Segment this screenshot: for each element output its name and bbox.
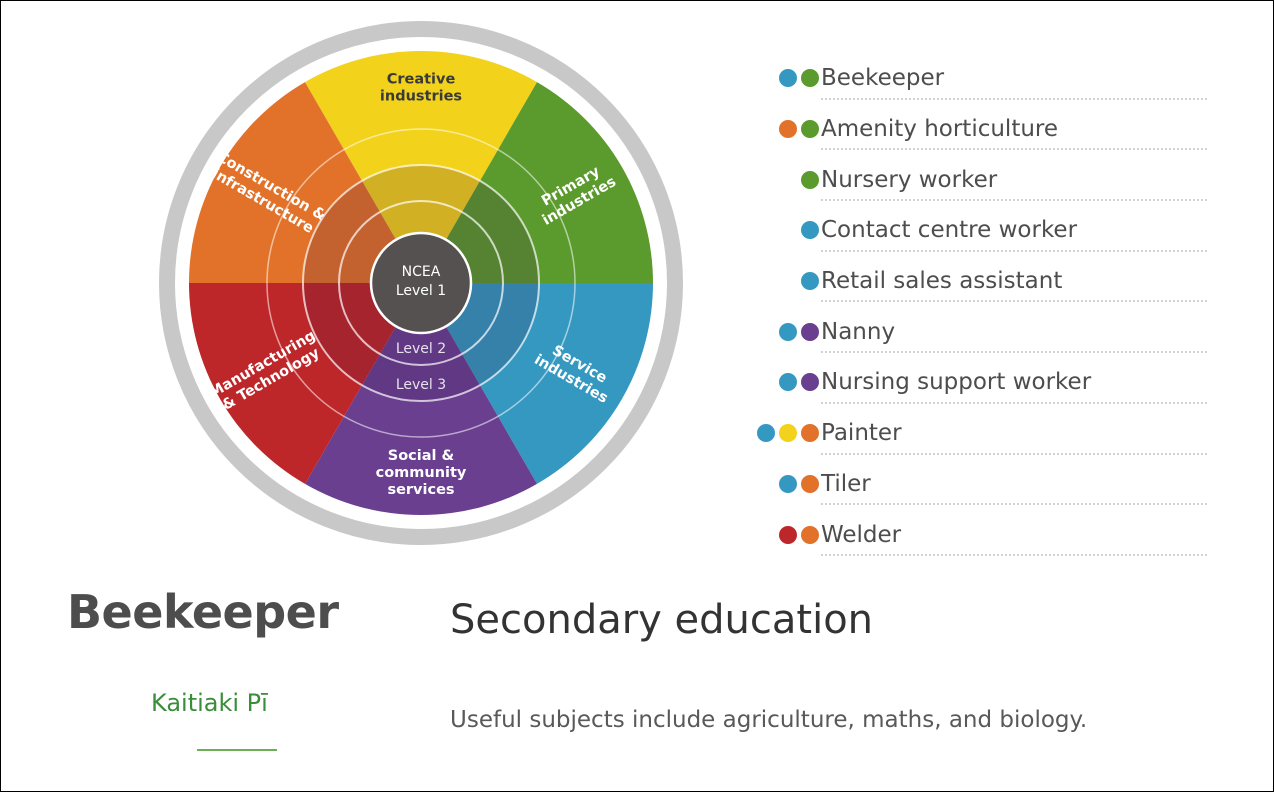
level-2-ring <box>338 200 504 366</box>
category-dot <box>801 120 819 139</box>
dotted-rule <box>821 199 1207 202</box>
category-dot <box>801 525 819 544</box>
segment-label-social: Social & <box>388 448 455 464</box>
category-dots <box>779 525 819 544</box>
category-dot <box>779 69 797 88</box>
dotted-rule <box>821 97 1207 100</box>
career-label: Nursery worker <box>821 166 998 193</box>
job-maori-title: Kaitiaki Pī <box>151 689 268 717</box>
career-label: Nursing support worker <box>821 369 1092 396</box>
segment-social <box>305 283 537 515</box>
career-label: Welder <box>821 521 902 548</box>
category-dots <box>779 69 819 88</box>
career-label: Retail sales assistant <box>821 268 1063 295</box>
ncea-center <box>369 231 473 335</box>
dotted-rule <box>821 452 1207 455</box>
center-label-line: NCEA <box>402 264 441 280</box>
category-dot <box>801 322 819 341</box>
category-dots <box>779 474 819 493</box>
dotted-rule <box>821 249 1207 252</box>
segment-label-creative: Creative <box>387 72 456 88</box>
outer-ring <box>159 21 683 545</box>
dotted-rule <box>821 553 1207 556</box>
category-dot <box>779 424 797 443</box>
category-dot <box>779 525 797 544</box>
category-dots <box>801 272 819 291</box>
section-description: Useful subjects include agriculture, mat… <box>450 707 1088 733</box>
career-item: Beekeeper <box>727 53 1217 104</box>
level-3-ring <box>302 164 540 402</box>
category-dots <box>779 322 819 341</box>
career-label: Painter <box>821 420 902 447</box>
dotted-rule <box>821 300 1207 303</box>
career-wheel-diagram: NCEA Level 1 Level 2 Level 3 Creativeindustr… <box>159 21 683 545</box>
category-dot <box>801 373 819 392</box>
segment-label-social: services <box>387 482 454 498</box>
level-2-label: Level 2 <box>396 341 446 357</box>
category-dots <box>779 373 819 392</box>
career-item: Welder <box>727 509 1217 560</box>
category-dot <box>779 322 797 341</box>
center-label-line: Level 1 <box>396 283 446 299</box>
career-item: Contact centre worker <box>727 205 1217 256</box>
category-dot <box>801 170 819 189</box>
career-label: Contact centre worker <box>821 217 1078 244</box>
career-item: Retail sales assistant <box>727 256 1217 307</box>
dotted-rule <box>821 503 1207 506</box>
category-dots <box>801 170 819 189</box>
category-dot <box>779 120 797 139</box>
category-dot <box>779 474 797 493</box>
segment-label-creative: industries <box>380 89 462 105</box>
career-item: Nursing support worker <box>727 357 1217 408</box>
guide-ring-outer <box>266 128 576 438</box>
section-heading: Secondary education <box>450 597 874 643</box>
career-item: Nursery worker <box>727 154 1217 205</box>
career-item: Tiler <box>727 459 1217 510</box>
career-item: Amenity horticulture <box>727 104 1217 155</box>
category-dot <box>801 69 819 88</box>
category-dots <box>757 424 819 443</box>
career-label: Tiler <box>821 470 871 497</box>
level-3-label: Level 3 <box>396 377 446 393</box>
job-title: Beekeeper <box>67 585 339 639</box>
dotted-rule <box>821 148 1207 151</box>
category-dot <box>757 424 775 443</box>
category-dots <box>801 221 819 240</box>
category-dot <box>801 424 819 443</box>
career-item: Nanny <box>727 306 1217 357</box>
segment-creative <box>305 51 537 283</box>
dotted-rule <box>821 401 1207 404</box>
title-divider <box>197 749 277 751</box>
category-dots <box>779 120 819 139</box>
career-label: Amenity horticulture <box>821 116 1059 143</box>
category-dot <box>779 373 797 392</box>
category-dot <box>801 272 819 291</box>
career-item: Painter <box>727 408 1217 459</box>
category-dot <box>801 474 819 493</box>
category-dot <box>801 221 819 240</box>
dotted-rule <box>821 351 1207 354</box>
career-label: Beekeeper <box>821 65 945 92</box>
segment-label-social: community <box>376 465 467 481</box>
career-label: Nanny <box>821 318 896 345</box>
